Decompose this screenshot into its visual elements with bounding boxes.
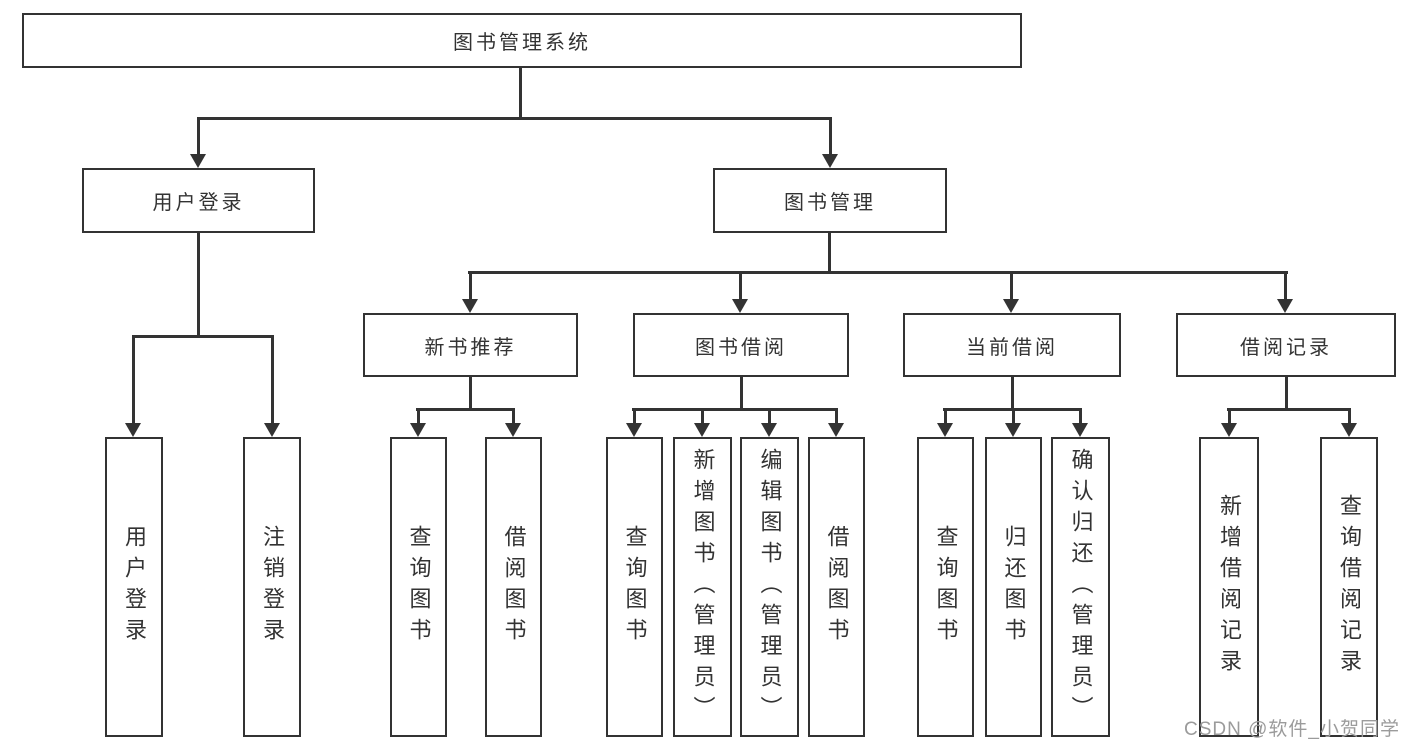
arrowhead-leaf-query-borrow-record [1341,408,1357,437]
connector-recommendation-stem [469,377,472,410]
arrowhead-leaf-add-books [694,408,710,437]
connector-recommendation-branch [416,408,515,411]
connector-book-management-branch [468,271,1288,274]
leaf-query-borrow-record: 查询借阅记录 [1320,437,1378,737]
leaf-query-books-current: 查询图书 [917,437,974,737]
leaf-query-books-current-label: 查询图书 [933,525,959,649]
leaf-add-borrow-record: 新增借阅记录 [1199,437,1259,737]
leaf-logout-label: 注销登录 [260,525,285,649]
node-borrowing-records: 借阅记录 [1176,313,1396,377]
connector-records-stem [1285,377,1288,410]
leaf-query-books-recommend: 查询图书 [390,437,447,737]
csdn-watermark: CSDN @软件_小贺同学 [1184,719,1400,740]
leaf-edit-books-admin-label: 编辑图书（管理员） [757,447,783,727]
leaf-return-books-label: 归还图书 [1001,525,1027,649]
leaf-query-borrow-record-label: 查询借阅记录 [1337,494,1362,680]
arrowhead-current-borrowing [1003,271,1019,313]
connector-book-management-stem [828,233,831,274]
node-user-login: 用户登录 [82,168,315,233]
leaf-add-borrow-record-label: 新增借阅记录 [1217,494,1242,680]
leaf-user-login: 用户登录 [105,437,163,737]
arrowhead-leaf-logout [264,335,280,437]
arrowhead-user-login [190,117,206,168]
node-user-login-label: 用户登录 [152,192,245,214]
leaf-borrow-books-recommend-label: 借阅图书 [501,525,527,649]
leaf-query-books-borrowing: 查询图书 [606,437,663,737]
node-book-management: 图书管理 [713,168,947,233]
node-root: 图书管理系统 [22,13,1022,68]
node-new-book-recommendation-label: 新书推荐 [424,336,517,359]
leaf-user-login-label: 用户登录 [122,525,147,649]
arrowhead-leaf-edit-books [761,408,777,437]
arrowhead-book-management [822,117,838,168]
arrowhead-leaf-query-books-borrowing [626,408,642,437]
arrowhead-leaf-add-borrow-record [1221,408,1237,437]
connector-borrowing-branch [632,408,838,411]
leaf-logout: 注销登录 [243,437,301,737]
leaf-borrow-books-borrowing: 借阅图书 [808,437,865,737]
node-book-borrowing: 图书借阅 [633,313,849,377]
leaf-confirm-return-admin-label: 确认归还（管理员） [1068,447,1094,727]
arrowhead-book-borrowing [732,271,748,313]
node-book-management-label: 图书管理 [784,192,876,214]
leaf-borrow-books-borrowing-label: 借阅图书 [824,525,850,649]
connector-root-stem [519,68,522,120]
arrowhead-borrowing-records [1277,271,1293,313]
node-current-borrowing-label: 当前借阅 [966,336,1058,359]
connector-root-branch [197,117,831,120]
arrowhead-new-book-recommendation [462,271,478,313]
leaf-borrow-books-recommend: 借阅图书 [485,437,542,737]
connector-user-login-stem [197,233,200,338]
leaf-edit-books-admin: 编辑图书（管理员） [740,437,799,737]
arrowhead-leaf-borrow-books-borrowing [828,408,844,437]
node-current-borrowing: 当前借阅 [903,313,1121,377]
arrowhead-leaf-confirm-return [1072,408,1088,437]
arrowhead-leaf-query-books-current [937,408,953,437]
node-new-book-recommendation: 新书推荐 [363,313,578,377]
arrowhead-leaf-user-login [125,335,141,437]
leaf-query-books-borrowing-label: 查询图书 [622,525,648,649]
node-book-borrowing-label: 图书借阅 [695,336,787,359]
leaf-confirm-return-admin: 确认归还（管理员） [1051,437,1110,737]
connector-user-login-branch [132,335,274,338]
arrowhead-leaf-query-books-recommend [410,408,426,437]
arrowhead-leaf-return-books [1005,408,1021,437]
leaf-add-books-admin: 新增图书（管理员） [673,437,732,737]
connector-borrowing-stem [740,377,743,410]
leaf-add-books-admin-label: 新增图书（管理员） [690,447,716,727]
leaf-return-books: 归还图书 [985,437,1042,737]
node-root-label: 图书管理系统 [453,32,591,54]
connector-records-branch [1227,408,1351,411]
node-borrowing-records-label: 借阅记录 [1240,336,1332,359]
arrowhead-leaf-borrow-books-recommend [505,408,521,437]
leaf-query-books-recommend-label: 查询图书 [406,525,432,649]
connector-current-stem [1011,377,1014,410]
